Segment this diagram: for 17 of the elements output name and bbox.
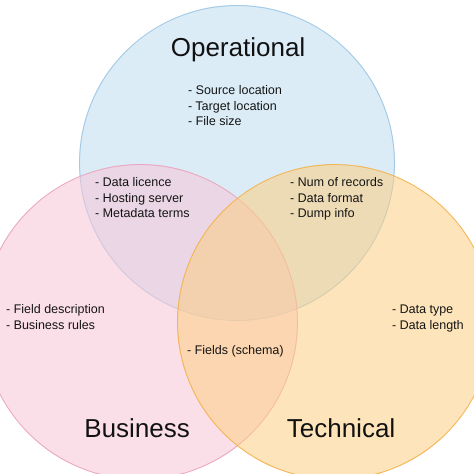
list-item: - Data length bbox=[392, 318, 464, 333]
circle-title: Operational bbox=[170, 32, 306, 63]
list-item: - Hosting server bbox=[95, 190, 184, 206]
list-item: - Source location bbox=[188, 83, 282, 98]
circle-title: Technical bbox=[286, 413, 396, 444]
list-item: - Dump info bbox=[290, 206, 355, 222]
list-item: - Field description bbox=[6, 302, 105, 318]
list-item: - Num of records bbox=[290, 175, 384, 190]
list-item: - Metadata terms bbox=[95, 206, 190, 222]
list-item: - Data licence bbox=[95, 175, 172, 190]
list-item: - Business rules bbox=[6, 318, 95, 333]
list-item: - Fields (schema) bbox=[187, 343, 284, 358]
list-item: - Data format bbox=[290, 190, 363, 206]
list-item: - Data type bbox=[392, 302, 454, 318]
circle-title: Business bbox=[84, 413, 190, 444]
list-item: - Target location bbox=[188, 98, 277, 114]
list-item: - File size bbox=[188, 114, 242, 130]
